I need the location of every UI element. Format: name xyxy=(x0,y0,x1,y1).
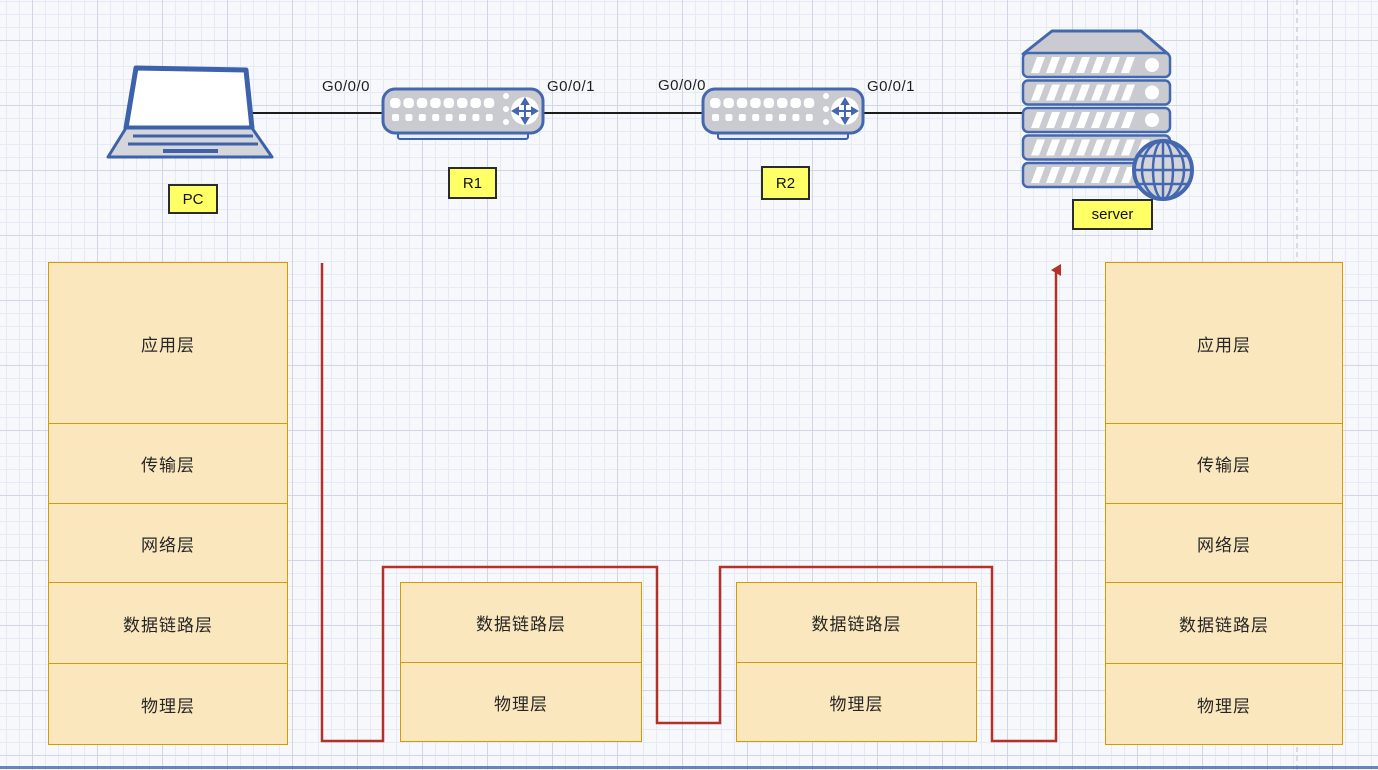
server-vent-stripes xyxy=(1031,57,1159,183)
layer-cell-network[interactable]: 网络层 xyxy=(49,504,287,583)
device-label-pc[interactable]: PC xyxy=(168,184,218,214)
layer-cell-datalink[interactable]: 数据链路层 xyxy=(737,583,976,663)
port-label-r1-right: G0/0/1 xyxy=(546,78,596,95)
osi-stack-r2[interactable]: 数据链路层 物理层 xyxy=(736,582,977,742)
port-label-r2-right: G0/0/1 xyxy=(866,78,916,95)
globe-icon xyxy=(1132,139,1194,201)
layer-cell-physical[interactable]: 物理层 xyxy=(141,696,195,716)
device-label-r2[interactable]: R2 xyxy=(761,166,810,200)
laptop-icon[interactable] xyxy=(106,65,274,159)
layer-cell-application[interactable]: 应用层 xyxy=(49,263,287,424)
device-label-server[interactable]: server xyxy=(1072,199,1153,230)
server-icon[interactable] xyxy=(1021,29,1194,201)
osi-stack-pc[interactable]: 应用层 传输层 网络层 数据链路层 物理层 xyxy=(48,262,288,745)
layer-cell-application[interactable]: 应用层 xyxy=(1106,263,1342,424)
layer-cell-physical[interactable]: 物理层 xyxy=(1197,696,1251,716)
router-r2-icon[interactable] xyxy=(701,87,865,140)
layer-cell-datalink[interactable]: 数据链路层 xyxy=(49,583,287,664)
layer-cell-network[interactable]: 网络层 xyxy=(1106,504,1342,583)
layer-cell-physical[interactable]: 物理层 xyxy=(829,694,884,714)
layer-cell-datalink[interactable]: 数据链路层 xyxy=(401,583,641,663)
device-label-r1[interactable]: R1 xyxy=(448,167,497,199)
osi-stack-server[interactable]: 应用层 传输层 网络层 数据链路层 物理层 xyxy=(1105,262,1343,745)
router-cross-arrows-icon xyxy=(511,97,539,125)
layer-cell-transport[interactable]: 传输层 xyxy=(49,424,287,504)
bottom-edge-line xyxy=(0,766,1378,769)
layer-cell-physical[interactable]: 物理层 xyxy=(494,694,548,714)
port-label-r2-left: G0/0/0 xyxy=(657,77,707,94)
osi-stack-r1[interactable]: 数据链路层 物理层 xyxy=(400,582,642,742)
router-cross-arrows-icon xyxy=(831,97,859,125)
router-r1-icon[interactable] xyxy=(381,87,545,140)
layer-cell-transport[interactable]: 传输层 xyxy=(1106,424,1342,504)
layer-cell-datalink[interactable]: 数据链路层 xyxy=(1106,583,1342,664)
data-flow-arrow[interactable] xyxy=(320,263,1061,743)
port-label-r1-left: G0/0/0 xyxy=(321,78,371,95)
